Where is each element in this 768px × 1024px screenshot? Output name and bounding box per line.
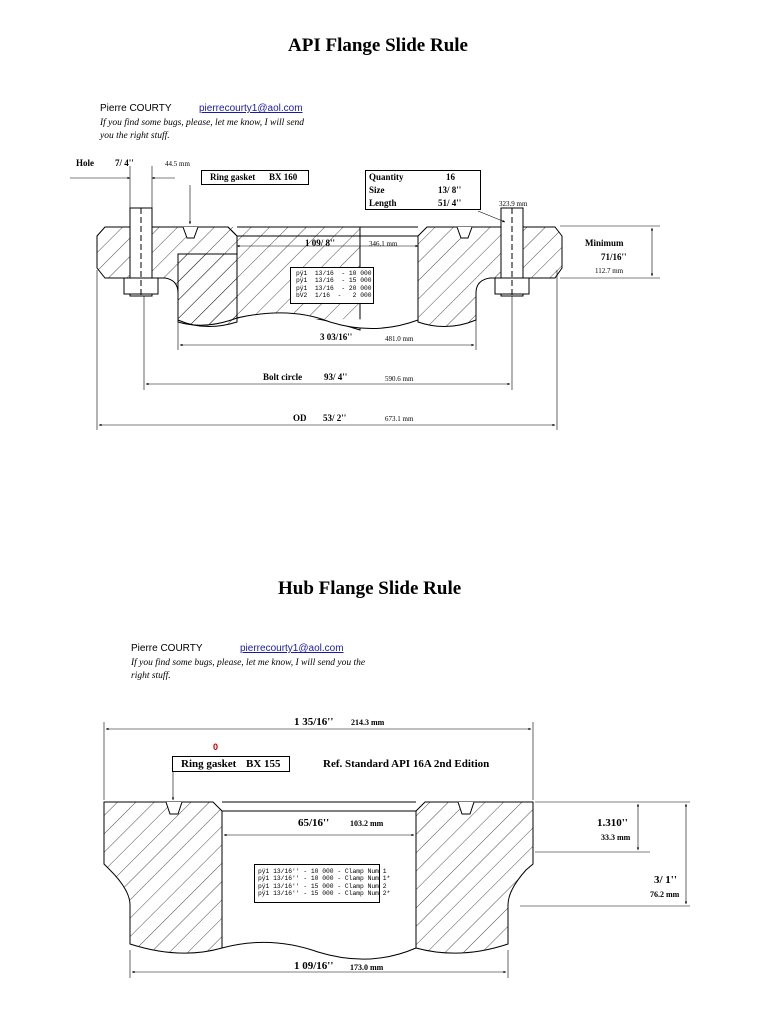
- api-flange-drawing: [70, 166, 660, 430]
- api-minimum-label: Minimum: [585, 238, 624, 248]
- hub-bore-mm: 103.2 mm: [350, 819, 384, 828]
- api-bolt-circle-mm: 590.6 mm: [385, 375, 414, 383]
- hub-ring-gasket-box: Ring gasket BX 155: [172, 756, 290, 772]
- api-od-label: OD: [293, 413, 307, 423]
- api-minimum-mm: 112.7 mm: [595, 267, 624, 275]
- hub-bottom-dim-inch: 1 09/16'': [294, 960, 334, 972]
- api-flange-right-body: [417, 226, 563, 327]
- api-length-label: Length: [369, 198, 397, 208]
- hub-spec-line: pÿ1 13/16'' - 10 000 - Clamp Num 1*: [258, 875, 391, 883]
- hub-flange-left-body: [103, 801, 223, 954]
- hub-bore-inch: 65/16'': [298, 817, 330, 829]
- api-groove-left: [182, 226, 199, 239]
- hub-height-inch: 3/ 1'': [654, 874, 677, 886]
- api-spec-line: pÿ1 13/16 - 15 000: [296, 277, 372, 285]
- api-quantity-value: 16: [446, 172, 455, 182]
- api-groove-right: [456, 226, 473, 239]
- api-bolt-circle-label: Bolt circle: [263, 372, 303, 382]
- api-od-mm: 673.1 mm: [385, 415, 414, 423]
- hub-spec-box: pÿ1 13/16'' - 10 000 - Clamp Num 1 pÿ1 1…: [254, 864, 391, 903]
- hub-note: If you find some bugs, please, let me kn…: [131, 658, 366, 681]
- hub-spec-line: pÿ1 13/16'' - 15 000 - Clamp Num 2*: [258, 890, 391, 898]
- api-quantity-label: Quantity: [369, 172, 404, 182]
- hub-ring-gasket-label: Ring gasket: [181, 758, 237, 770]
- hub-groove-right: [457, 801, 475, 815]
- hub-author: Pierre COURTY: [131, 643, 203, 654]
- hub-zero-marker: 0: [213, 742, 219, 752]
- api-spec-line: bV2 1/16 - 2 000: [296, 292, 372, 300]
- api-length-value: 51/ 4'': [438, 198, 462, 208]
- hub-thickness-mm: 33.3 mm: [601, 833, 631, 842]
- api-note: If you find some bugs, please, let me kn…: [100, 118, 305, 141]
- hub-top-dim-mm: 214.3 mm: [351, 718, 385, 727]
- api-flange-left-body: [96, 226, 238, 327]
- hub-bottom-dim-mm: 173.0 mm: [350, 963, 384, 972]
- api-minimum-inch: 71/16'': [601, 252, 627, 262]
- api-hole-label: Hole: [76, 158, 94, 168]
- api-bore-inch: 1 09/ 8'': [305, 238, 336, 248]
- hub-spec-line: pÿ1 13/16'' - 10 000 - Clamp Num 1: [258, 868, 387, 875]
- hub-title: Hub Flange Slide Rule: [278, 578, 462, 599]
- api-size-label: Size: [369, 185, 385, 195]
- hub-ring-gasket-value: BX 155: [246, 758, 281, 770]
- api-hole-mm: 44.5 mm: [165, 160, 190, 168]
- api-author: Pierre COURTY: [100, 103, 172, 114]
- hub-bore-bottom: [221, 941, 417, 960]
- api-bore-mm: 346.1 mm: [369, 240, 398, 248]
- api-ring-gasket-label: Ring gasket: [210, 172, 256, 182]
- api-email-link[interactable]: pierrecourty1@aol.com: [199, 103, 303, 114]
- api-size-value: 13/ 8'': [438, 185, 462, 195]
- api-bolt-box: Quantity 16 Size 13/ 8'' Length 51/ 4'': [365, 170, 481, 210]
- hub-thickness-inch: 1.310'': [597, 817, 628, 829]
- api-ring-gasket-value: BX 160: [269, 172, 298, 182]
- hub-top-dim-inch: 1 35/16'': [294, 716, 334, 728]
- api-spec-line: pÿ1 13/16 - 10 000: [296, 270, 372, 277]
- api-raised-face-inch: 3 03/16'': [320, 332, 353, 342]
- api-title: API Flange Slide Rule: [288, 35, 468, 56]
- api-bolt-circle-inch: 93/ 4'': [324, 372, 348, 382]
- api-bolt-length-mm: 323.9 mm: [499, 200, 528, 208]
- api-od-inch: 53/ 2'': [323, 413, 347, 423]
- api-ring-gasket-box: Ring gasket BX 160: [201, 170, 309, 185]
- hub-reference-standard: Ref. Standard API 16A 2nd Edition: [323, 758, 490, 770]
- api-spec-box: pÿ1 13/16 - 10 000 pÿ1 13/16 - 15 000 pÿ…: [290, 267, 374, 304]
- hub-flange-drawing: [103, 722, 690, 978]
- hub-groove-left: [165, 801, 183, 815]
- hub-email-link[interactable]: pierrecourty1@aol.com: [240, 643, 344, 654]
- api-hole-inch: 7/ 4'': [115, 158, 134, 168]
- hub-height-mm: 76.2 mm: [650, 890, 680, 899]
- api-spec-line: pÿ1 13/16 - 20 000: [296, 284, 372, 292]
- hub-spec-line: pÿ1 13/16'' - 15 000 - Clamp Num 2: [258, 882, 387, 890]
- api-flange-bore-bottom: [236, 312, 419, 329]
- api-raised-face-mm: 481.0 mm: [385, 335, 414, 343]
- hub-flange-right-body: [415, 801, 534, 954]
